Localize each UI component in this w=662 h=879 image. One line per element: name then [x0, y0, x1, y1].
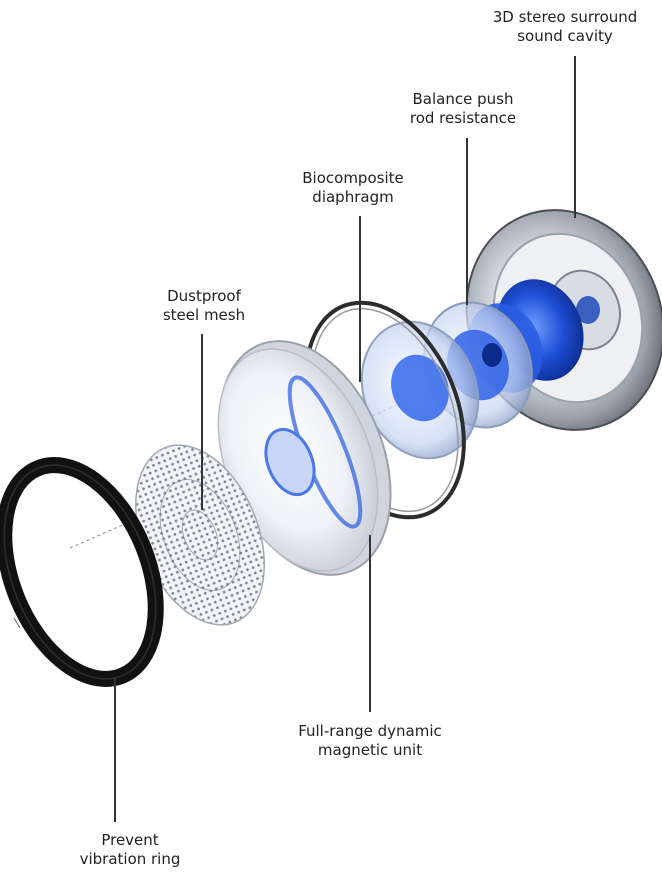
label-magnetic-unit: Full-range dynamic magnetic unit — [260, 722, 480, 760]
label-line: Dustproof — [167, 287, 241, 305]
label-surround-cavity: 3D stereo surround sound cavity — [480, 8, 650, 46]
magnetic-unit-disc — [217, 340, 392, 576]
label-line: 3D stereo surround — [492, 8, 638, 26]
label-line: rod resistance — [409, 109, 517, 127]
label-line: diaphragm — [312, 188, 394, 206]
label-line: Biocomposite — [302, 169, 404, 187]
steel-mesh — [134, 444, 266, 626]
label-line: Prevent — [101, 831, 159, 849]
label-line: magnetic unit — [317, 741, 423, 759]
label-line: vibration ring — [79, 850, 181, 868]
axis-tick — [13, 617, 21, 629]
label-line: Balance push — [412, 90, 514, 108]
label-steel-mesh: Dustproof steel mesh — [134, 287, 274, 325]
vibration-ring — [0, 457, 164, 687]
leader-lines — [114, 56, 576, 822]
label-line: Full-range dynamic — [298, 722, 442, 740]
inner-glass-cup — [360, 320, 480, 460]
label-line: steel mesh — [162, 306, 246, 324]
label-line: sound cavity — [517, 27, 613, 45]
label-vibration-ring: Prevent vibration ring — [50, 831, 210, 869]
label-push-rod: Balance push rod resistance — [388, 90, 538, 128]
label-diaphragm: Biocomposite diaphragm — [278, 169, 428, 207]
